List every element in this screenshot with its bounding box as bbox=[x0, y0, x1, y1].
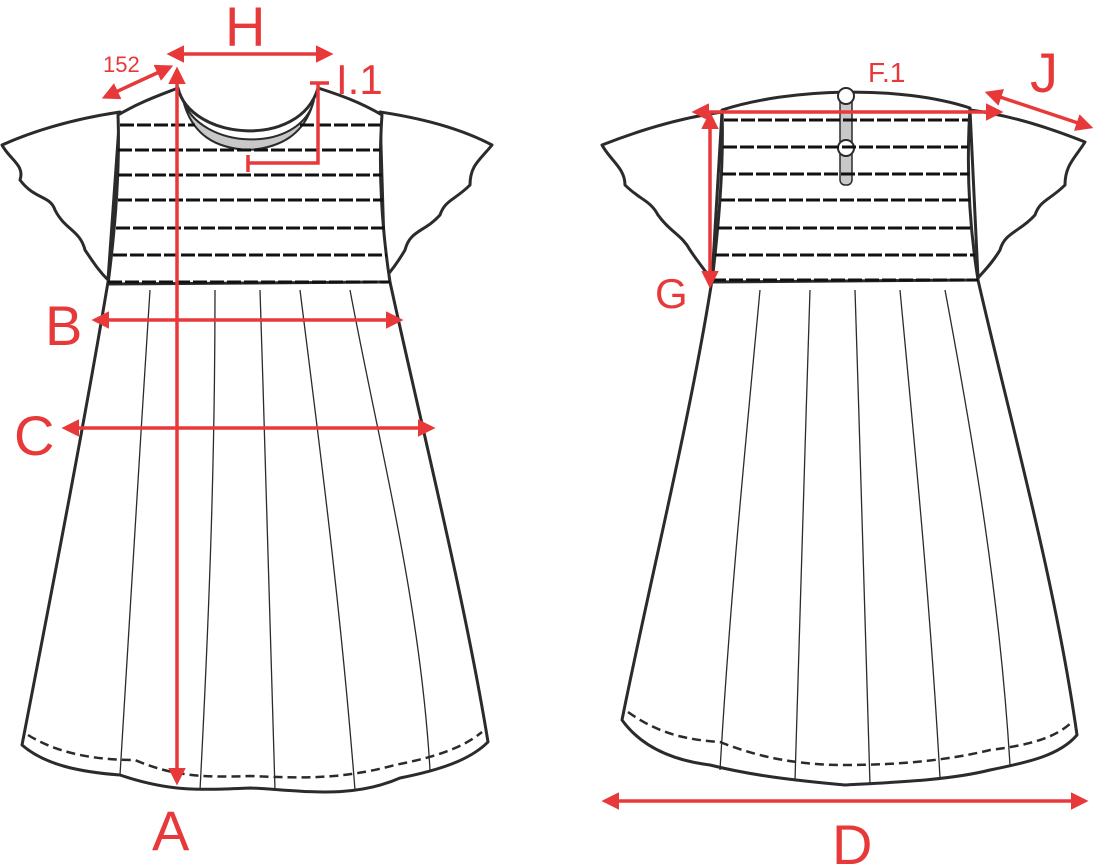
label-g: G bbox=[655, 270, 688, 317]
front-neck-band bbox=[182, 99, 315, 152]
button-top bbox=[837, 87, 855, 105]
label-h: H bbox=[225, 0, 265, 58]
front-view bbox=[0, 86, 494, 794]
front-right-sleeve bbox=[378, 110, 494, 280]
front-skirt bbox=[20, 280, 490, 794]
front-left-sleeve bbox=[0, 110, 122, 282]
back-right-sleeve bbox=[968, 108, 1087, 280]
back-skirt-folds bbox=[719, 289, 1011, 786]
label-j: J bbox=[1030, 41, 1058, 104]
back-yoke bbox=[710, 90, 980, 284]
measure-j-sleeve bbox=[984, 89, 1093, 131]
back-hem-stitch bbox=[627, 710, 1073, 767]
label-shoulder: 152 bbox=[103, 52, 140, 77]
label-i1: I.1 bbox=[336, 56, 383, 103]
label-a: A bbox=[152, 799, 190, 862]
front-hem-stitch bbox=[27, 731, 483, 779]
label-f1: F.1 bbox=[868, 57, 905, 88]
label-c: C bbox=[14, 404, 54, 467]
measure-i1-neck-depth bbox=[246, 81, 329, 172]
label-d: D bbox=[832, 813, 872, 867]
measurement-labels: H 152 I.1 B C A F.1 J G D bbox=[14, 0, 1058, 867]
front-skirt-folds bbox=[119, 289, 431, 791]
label-b: B bbox=[45, 294, 82, 357]
measure-shoulder bbox=[101, 64, 174, 100]
back-left-sleeve bbox=[600, 110, 724, 282]
back-skirt bbox=[620, 278, 1079, 787]
measurement-lines bbox=[61, 45, 1093, 810]
back-view bbox=[600, 87, 1087, 787]
